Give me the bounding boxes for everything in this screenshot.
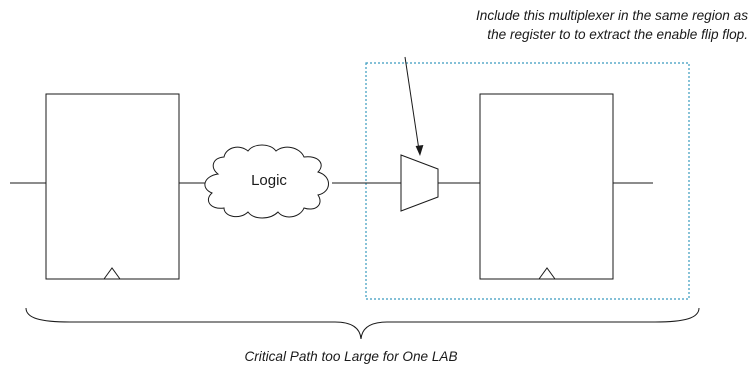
- mux-annotation: Include this multiplexer in the same reg…: [404, 6, 748, 44]
- register-2-clock-triangle: [538, 267, 556, 280]
- register-1-clock-triangle: [103, 267, 121, 280]
- logic-label: Logic: [251, 172, 287, 189]
- annotation-line-1: Include this multiplexer in the same reg…: [475, 8, 748, 23]
- critical-path-brace: [25, 307, 700, 340]
- logic-cloud: [204, 144, 329, 219]
- register-2: [479, 93, 614, 280]
- critical-path-caption: Critical Path too Large for One LAB: [244, 349, 458, 364]
- multiplexer: [400, 154, 439, 212]
- annotation-line-2: the register to to extract the enable fl…: [487, 27, 748, 42]
- lab-region-boundary: [365, 62, 690, 300]
- annotation-arrow-line: [404, 56, 420, 151]
- register-1: [45, 93, 180, 280]
- annotation-arrow-head: [415, 145, 424, 156]
